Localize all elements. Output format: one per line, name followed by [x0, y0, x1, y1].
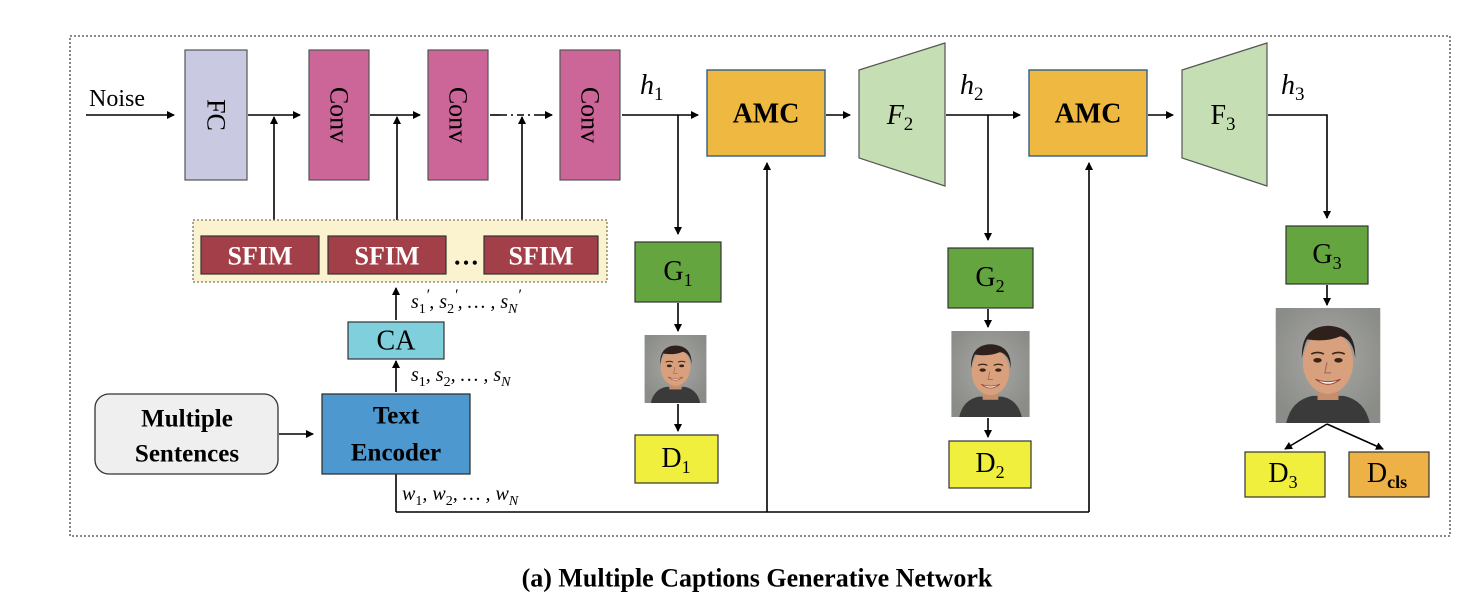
sfim-label: SFIM	[228, 242, 293, 271]
d3-label: D3	[1268, 458, 1297, 492]
d2-label: D2	[975, 448, 1004, 482]
sfim-label: SFIM	[355, 242, 420, 271]
h1-label: h1	[640, 70, 664, 105]
generated-face-64	[644, 335, 707, 403]
h2-label: h2	[960, 70, 984, 105]
h3-label: h3	[1281, 70, 1305, 105]
sentence-prime-label: s1′, s2′, … , sN′	[411, 287, 522, 317]
amc-label: AMC	[733, 99, 800, 130]
outer-frame	[69, 35, 1451, 537]
figure-caption: (a) Multiple Captions Generative Network	[522, 564, 993, 593]
sentence-label: s1, s2, … , sN	[411, 364, 511, 390]
generator-1: G1	[634, 241, 722, 303]
generated-face-256	[1274, 308, 1382, 423]
generator-3: G3	[1285, 225, 1369, 285]
fc-block: FC	[184, 49, 248, 181]
multiple-sentences-line1: Multiple	[141, 406, 233, 433]
g1-label: G1	[663, 256, 692, 290]
ca-label: CA	[377, 326, 417, 357]
dcls-label: Dcls	[1367, 458, 1407, 492]
d1-label: D1	[661, 443, 690, 477]
fc-label: FC	[202, 99, 231, 131]
conv-label: Conv	[444, 87, 473, 143]
f2-block: F2	[858, 42, 946, 187]
generated-face-128	[950, 331, 1031, 417]
sfim-panel: SFIM SFIM … SFIM	[192, 219, 608, 283]
discriminator-1: D1	[634, 434, 719, 484]
conv-block-2: Conv	[427, 49, 489, 181]
conv-label: Conv	[325, 87, 354, 143]
conv-block-1: Conv	[308, 49, 370, 181]
multiple-sentences-block: Multiple Sentences	[94, 393, 279, 475]
g2-label: G2	[975, 262, 1004, 296]
sfim-label: SFIM	[509, 242, 574, 271]
f2-label: F2	[886, 100, 914, 135]
conv-block-3: Conv	[559, 49, 621, 181]
discriminator-3: D3	[1244, 451, 1326, 498]
ca-block: CA	[347, 321, 445, 360]
f3-block: F3	[1181, 42, 1268, 187]
amc-block-2: AMC	[1028, 69, 1148, 157]
connectors	[86, 111, 1384, 513]
discriminator-2: D2	[948, 440, 1032, 489]
text-encoder-line2: Encoder	[351, 440, 441, 467]
text-encoder-line1: Text	[373, 403, 420, 430]
sfim-ellipsis: …	[453, 242, 479, 271]
multiple-sentences-line2: Sentences	[135, 441, 239, 468]
f3-label: F3	[1210, 100, 1235, 135]
discriminator-cls: Dcls	[1348, 451, 1430, 498]
conv-label: Conv	[576, 87, 605, 143]
generator-2: G2	[947, 247, 1034, 309]
word-label: w1, w2, … , wN	[402, 483, 519, 509]
text-encoder-block: Text Encoder	[321, 393, 471, 475]
g3-label: G3	[1312, 239, 1341, 273]
noise-label: Noise	[89, 86, 145, 112]
amc-block-1: AMC	[706, 69, 826, 157]
amc-label: AMC	[1055, 99, 1122, 130]
